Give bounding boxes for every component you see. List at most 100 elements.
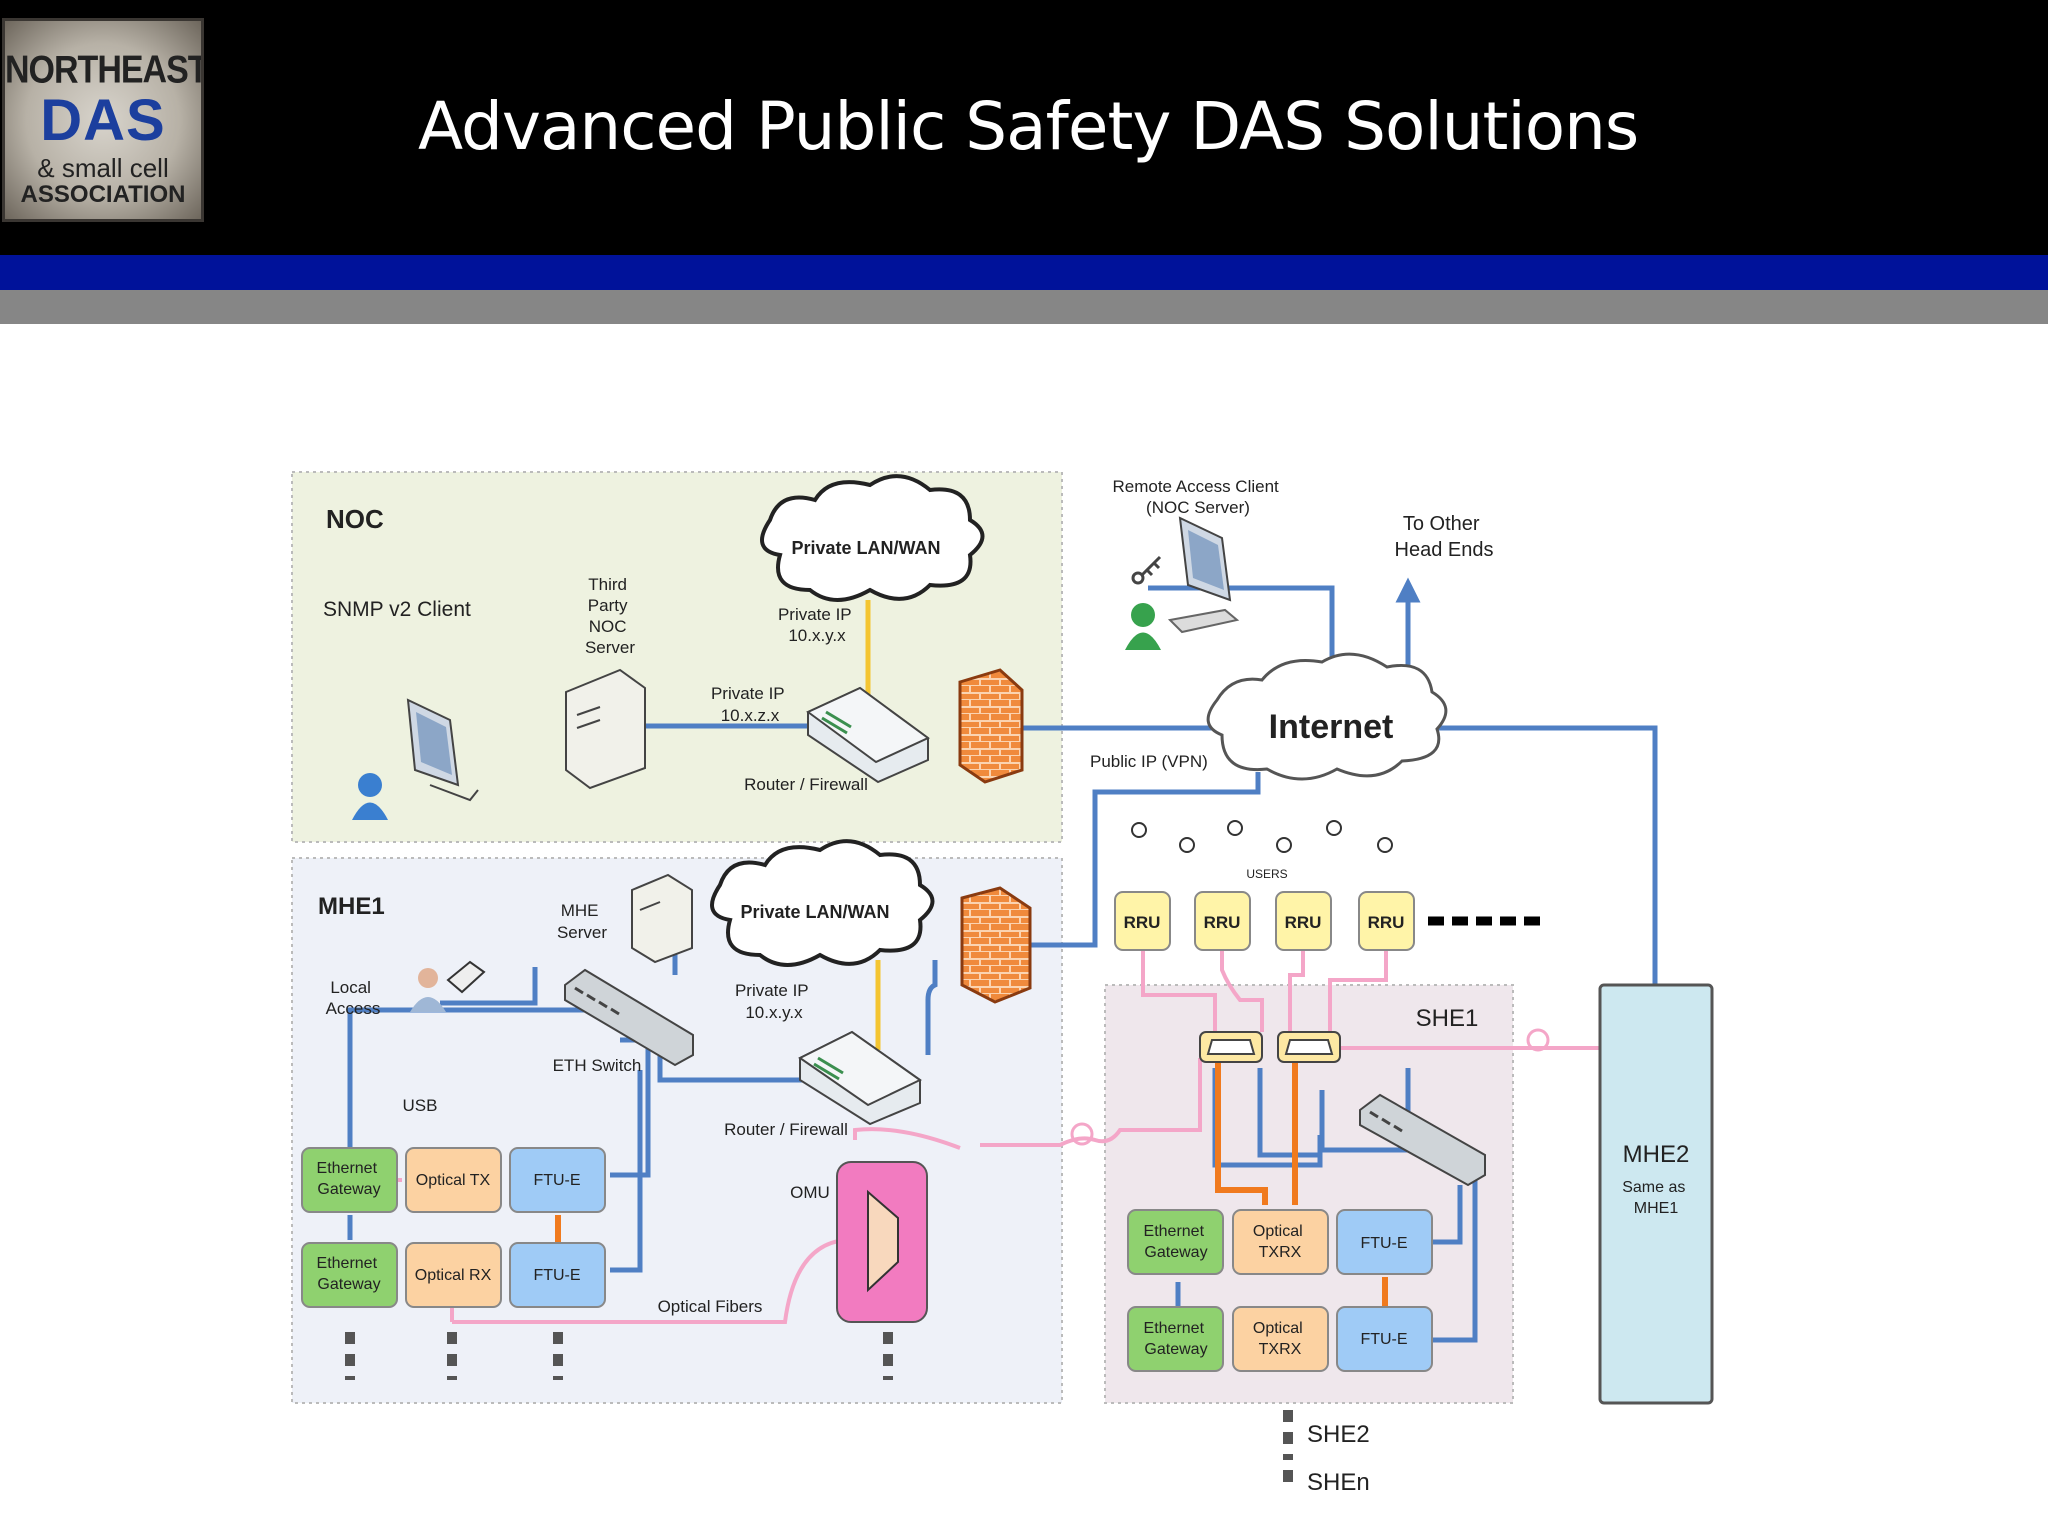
rru-boxes <box>1114 891 1415 951</box>
noc-link-ip-line-2: 10.x.z.x <box>721 706 780 725</box>
she1-optical-txrx-2-label: Optical TXRX <box>1253 1320 1307 1358</box>
mhe2-sublabel: Same as MHE1 <box>1622 1179 1690 1217</box>
other-head-ends-line-1: To Other <box>1403 513 1480 535</box>
she2-label: SHE2 <box>1307 1421 1370 1448</box>
she1-zone-label: SHE1 <box>1416 1005 1479 1032</box>
mhe-server <box>631 873 693 964</box>
internet-label: Internet <box>1269 708 1394 746</box>
mhe1-eth2-line-1: Ethernet <box>317 1255 378 1272</box>
third-party-noc-server <box>565 668 646 790</box>
shen-label: SHEn <box>1307 1469 1370 1496</box>
rru-label-1: RRU <box>1124 913 1161 932</box>
optical-rx-label: Optical RX <box>415 1267 492 1284</box>
noc-link-ip-label: Private IP 10.x.z.x <box>711 684 789 725</box>
mhe1-ftu-2-label: FTU-E <box>533 1267 580 1284</box>
mhe2-sub-line-1: Same as <box>1622 1179 1685 1196</box>
mhe1-router-label: Router / Firewall <box>724 1120 848 1139</box>
gray-accent-band <box>0 290 2048 324</box>
third-party-line-3: NOC <box>589 617 627 636</box>
noc-router <box>806 686 930 784</box>
mhe1-cloud-ip-line-1: Private IP <box>735 981 808 1000</box>
mhe-server-line-2: Server <box>557 923 607 942</box>
user-phones <box>1131 820 1393 853</box>
local-access-line-1: Local <box>330 978 371 997</box>
she1-eth2-line-1: Ethernet <box>1144 1320 1205 1337</box>
mhe1-eth1-line-1: Ethernet <box>317 1160 378 1177</box>
she1-eth1-line-2: Gateway <box>1144 1244 1207 1261</box>
mhe1-equipment <box>301 1147 606 1308</box>
mhe1-ethernet-gateway-2-label: Ethernet Gateway <box>317 1255 382 1293</box>
mhe1-zone-label: MHE1 <box>318 893 385 920</box>
optical-fibers-label: Optical Fibers <box>658 1297 763 1316</box>
snmp-client-label: SNMP v2 Client <box>323 598 471 621</box>
mhe1-ethernet-gateway-1-label: Ethernet Gateway <box>317 1160 382 1198</box>
noc-cloud-label: Private LAN/WAN <box>791 538 940 558</box>
remote-access-label: Remote Access Client (NOC Server) <box>1112 477 1283 517</box>
users-label: USERS <box>1246 867 1287 881</box>
she1-otx2-line-1: Optical <box>1253 1320 1303 1337</box>
noc-cloud-ip-line-2: 10.x.y.x <box>788 626 846 645</box>
fiber-loop <box>1070 1122 1094 1146</box>
local-access-label: Local Access <box>326 978 381 1018</box>
mhe1-eth-switch <box>564 968 694 1067</box>
noc-cloud-ip-line-1: Private IP <box>778 605 851 624</box>
eth-switch-label: ETH Switch <box>553 1056 642 1075</box>
local-access-line-2: Access <box>326 999 381 1018</box>
noc-zone-label: NOC <box>326 504 384 534</box>
she1-ethernet-gateway-2-label: Ethernet Gateway <box>1144 1320 1209 1358</box>
rru-label-2: RRU <box>1204 913 1241 932</box>
other-head-ends-line-2: Head Ends <box>1395 539 1494 561</box>
other-head-ends-label: To Other Head Ends <box>1395 513 1494 561</box>
remote-access-line-2: (NOC Server) <box>1146 498 1250 517</box>
noc-router-label: Router / Firewall <box>744 775 868 794</box>
remote-access-client <box>1125 516 1240 650</box>
snmp-client-workstation <box>352 698 479 820</box>
mhe1-cloud-ip-label: Private IP 10.x.y.x <box>735 981 813 1022</box>
local-access-user <box>410 960 486 1012</box>
third-party-line-2: Party <box>588 596 628 615</box>
she1-eth1-line-1: Ethernet <box>1144 1223 1205 1240</box>
logo-line-2: DAS <box>40 88 166 153</box>
she1-otx1-line-1: Optical <box>1253 1223 1303 1240</box>
logo-line-3: & small cell <box>37 153 169 183</box>
mhe1-cloud <box>710 839 935 967</box>
omu-label: OMU <box>790 1183 830 1202</box>
mhe1-eth2-line-2: Gateway <box>317 1276 380 1293</box>
mhe-server-line-1: MHE <box>561 901 599 920</box>
remote-access-line-1: Remote Access Client <box>1112 477 1279 496</box>
third-party-line-1: Third <box>588 575 627 594</box>
she1-ftu-1-label: FTU-E <box>1360 1235 1407 1252</box>
she1-ftu-2-label: FTU-E <box>1360 1331 1407 1348</box>
blue-accent-band <box>0 255 2048 290</box>
slide-title: Advanced Public Safety DAS Solutions <box>418 88 1639 165</box>
internet-cloud <box>1206 652 1448 781</box>
slide-header <box>0 0 2048 255</box>
noc-firewall <box>958 668 1024 784</box>
mhe2-box <box>1598 983 1714 1405</box>
omu-device <box>836 1161 928 1323</box>
mhe1-eth1-line-2: Gateway <box>317 1181 380 1198</box>
she1-eth-switch <box>1359 1093 1486 1187</box>
mhe1-ftu-1-label: FTU-E <box>533 1172 580 1189</box>
mhe1-router <box>798 1030 922 1126</box>
rru-label-4: RRU <box>1368 913 1405 932</box>
mhe1-cloud-label: Private LAN/WAN <box>740 902 889 922</box>
she1-eth2-line-2: Gateway <box>1144 1341 1207 1358</box>
noc-cloud <box>760 474 985 602</box>
optical-tx-label: Optical TX <box>416 1172 491 1189</box>
ethernet-links <box>347 585 1658 1343</box>
she1-otx1-line-2: TXRX <box>1259 1244 1302 1261</box>
usb-label: USB <box>403 1096 438 1115</box>
third-party-label: Third Party NOC Server <box>585 575 635 657</box>
northeast-das-logo: NORTHEAST DAS & small cell ASSOCIATION <box>2 18 204 222</box>
optical-internal-links <box>555 1060 1388 1307</box>
she1-splitter <box>1199 1031 1341 1063</box>
noc-cloud-ip-label: Private IP 10.x.y.x <box>778 605 856 645</box>
public-ip-label: Public IP (VPN) <box>1090 752 1208 771</box>
noc-link-ip-line-1: Private IP <box>711 684 784 703</box>
fiber-loop <box>1526 1028 1550 1052</box>
mhe1-cloud-ip-line-2: 10.x.y.x <box>745 1003 803 1022</box>
she1-equipment <box>1127 1209 1433 1372</box>
logo-line-1: NORTHEAST <box>5 48 204 92</box>
